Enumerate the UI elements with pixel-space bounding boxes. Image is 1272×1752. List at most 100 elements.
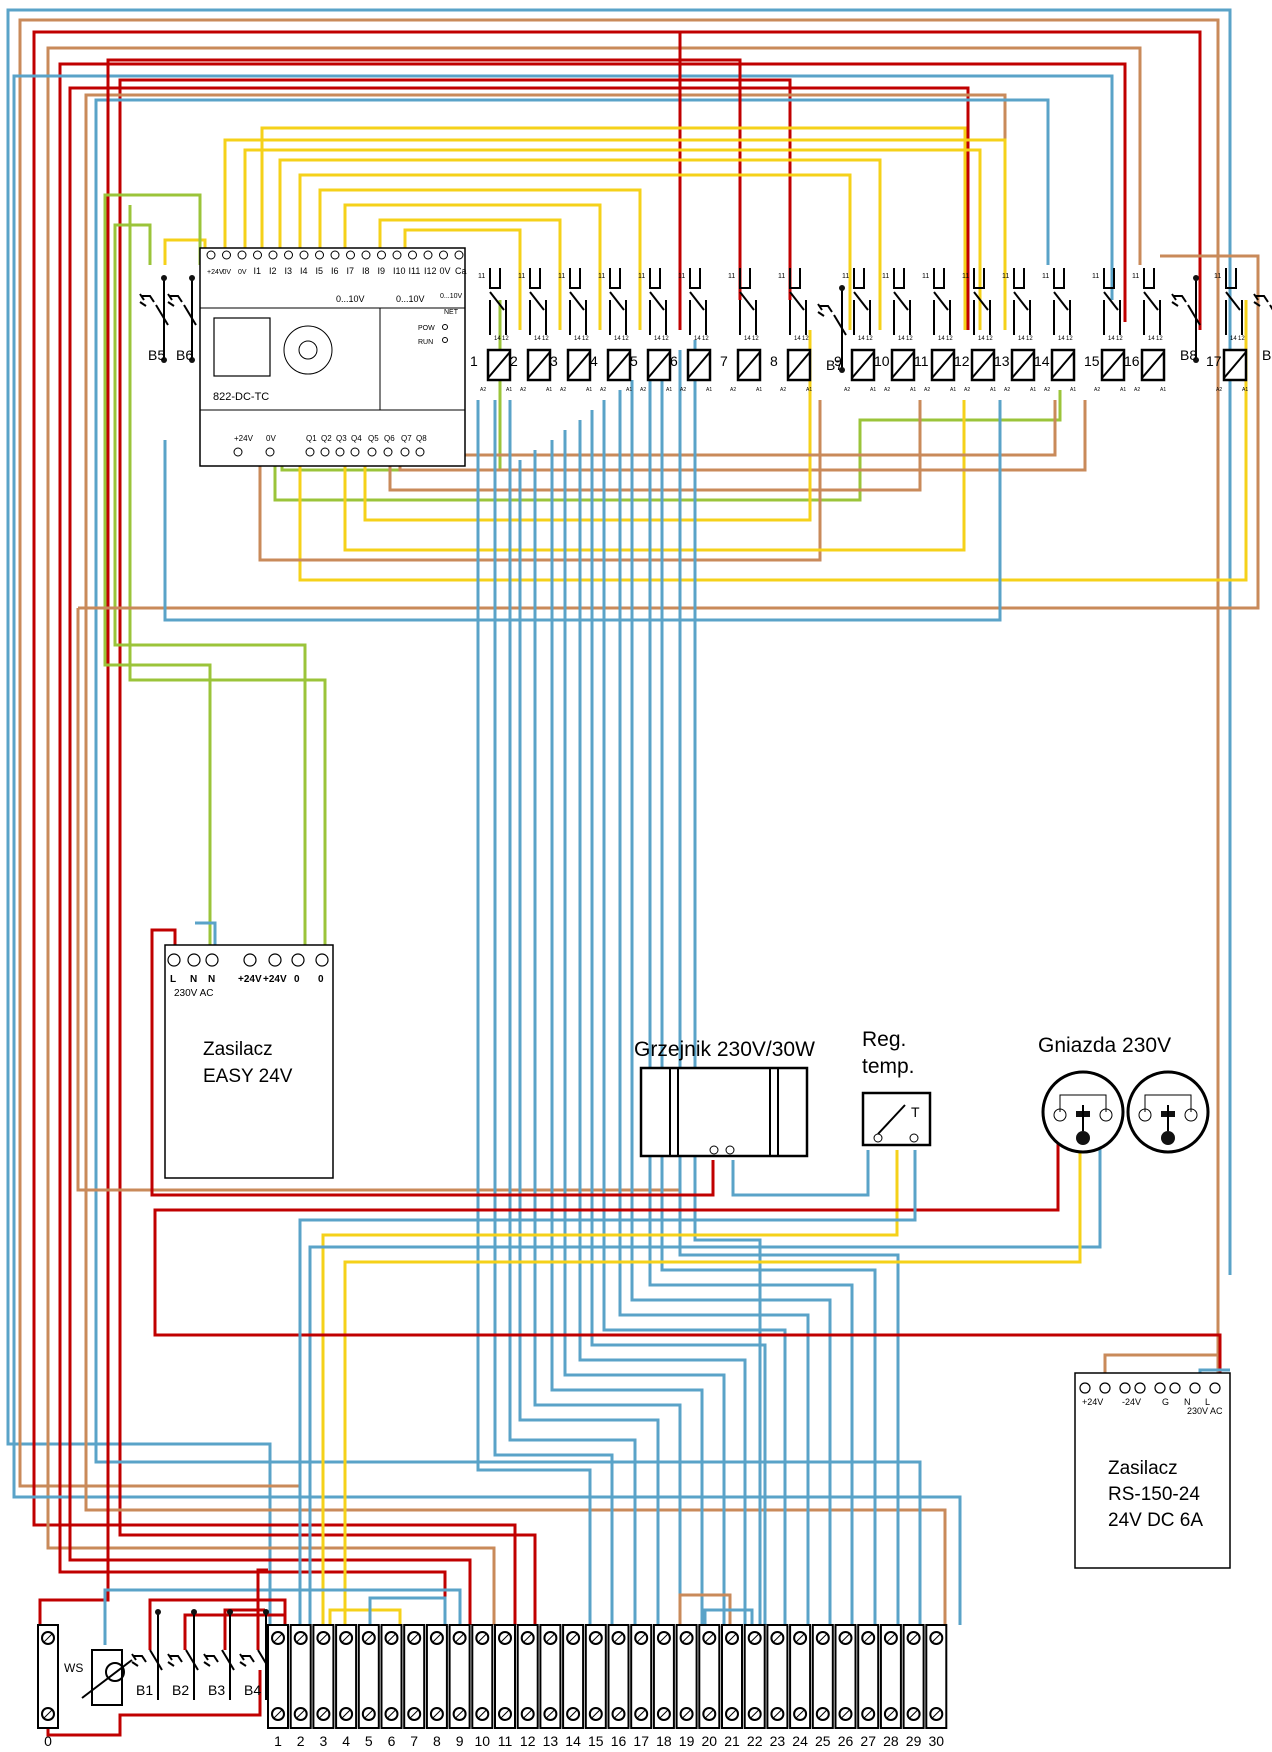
- relay-contact: [893, 268, 905, 289]
- terminal-body: [902, 1624, 925, 1729]
- terminal-screw-slot: [614, 1633, 623, 1643]
- relay-contact-pins: [489, 300, 507, 335]
- terminal-7: 7: [403, 1624, 426, 1749]
- terminal-23: 23: [766, 1624, 789, 1749]
- relay-coil-diagonal: [787, 351, 811, 379]
- psu-easy-terminal-label: L: [170, 974, 176, 985]
- relay-contact-no: 12: [802, 336, 809, 342]
- relay-number: 12: [954, 353, 970, 369]
- terminal-number: 5: [365, 1733, 373, 1749]
- terminal-screw-slot: [409, 1709, 419, 1719]
- relay-coil-a2: A2: [1004, 387, 1010, 393]
- terminal-body: [652, 1624, 675, 1729]
- relay-contact-no: 12: [622, 336, 629, 342]
- relay-coil-diagonal: [1141, 351, 1165, 379]
- psu-easy-terminal-screw: [187, 953, 201, 967]
- terminal-screw-slot: [341, 1709, 351, 1719]
- terminal-number: 22: [747, 1733, 763, 1749]
- terminal-24: 24: [789, 1624, 812, 1749]
- terminal-screw-slot: [863, 1709, 873, 1719]
- plc-output-screw: [415, 447, 425, 457]
- relay-coil-a2: A2: [730, 387, 736, 393]
- relay-contact-nc: 14: [938, 336, 945, 342]
- relay-coil-a2: A2: [480, 387, 486, 393]
- relay-contact-nc: 14: [494, 336, 501, 342]
- psu-easy-terminal-screw: [167, 953, 181, 967]
- psu-easy-terminal-label: 0: [318, 974, 324, 985]
- relay-number: 5: [630, 353, 638, 369]
- relay-contact-nc: 14: [898, 336, 905, 342]
- relay-contact-switch: [739, 291, 755, 311]
- psu-rs-terminal-screw: [1134, 1382, 1146, 1394]
- sensor-label: B7: [826, 357, 843, 373]
- sensor-b9: B9: [1253, 293, 1272, 363]
- relay-coil-diagonal: [527, 351, 551, 379]
- terminal-screw-slot: [795, 1633, 805, 1643]
- relay-coil-a2: A2: [600, 387, 606, 393]
- plc-display: [213, 317, 271, 377]
- sensor-terminal: [161, 357, 167, 363]
- terminal-number: 6: [388, 1733, 396, 1749]
- terminal-body: [448, 1624, 471, 1729]
- relay-number: 4: [590, 353, 598, 369]
- terminal-9: 9: [448, 1624, 471, 1749]
- terminal-16: 16: [607, 1624, 630, 1749]
- relay-number: 3: [550, 353, 558, 369]
- relay-coil-diagonal: [1101, 351, 1125, 379]
- terminal-screw-slot: [773, 1709, 782, 1719]
- plc-input-label: 0V: [238, 269, 247, 276]
- relay-contact-nc: 14: [534, 336, 541, 342]
- plc-input-label: Ca: [455, 266, 467, 276]
- relay-contact-common: 11: [678, 273, 685, 280]
- plc-input-screw: [454, 250, 464, 260]
- relay-contact-nc: 14: [614, 336, 621, 342]
- sensor-arrow-icon: [139, 293, 155, 307]
- relay-contact-switch: [933, 291, 949, 311]
- relay-coil-diagonal: [687, 351, 711, 379]
- relay-number: 16: [1124, 353, 1140, 369]
- relay-coil-diagonal: [1011, 351, 1035, 379]
- sensor-b1: B1: [131, 1609, 163, 1700]
- relay-coil-diagonal: [851, 351, 875, 379]
- plc-input-screw: [206, 250, 216, 260]
- terminal-body: [584, 1624, 607, 1729]
- terminal-body: [380, 1624, 403, 1729]
- terminal-screw-slot: [659, 1633, 669, 1643]
- terminal-screw-slot: [432, 1709, 442, 1719]
- sensor-switch: [833, 314, 847, 336]
- plc-analog-label-2: 0...10V: [396, 294, 425, 304]
- plc-output-label: Q2: [321, 434, 332, 443]
- sensor-arrow-icon: [817, 303, 833, 317]
- relay-coil-diagonal: [737, 351, 761, 379]
- terminal-screw-slot: [546, 1709, 555, 1719]
- terminal-screw-slot: [364, 1709, 374, 1719]
- plc-input-label: +24V: [207, 269, 224, 276]
- plc-input-screw: [237, 250, 247, 260]
- terminal-number: 30: [929, 1733, 945, 1749]
- relay-contact-switch: [1013, 291, 1029, 311]
- terminal-screw-slot: [863, 1633, 873, 1643]
- relay-number: 6: [670, 353, 678, 369]
- relay-contact: [1103, 268, 1115, 289]
- relay-coil-a2: A2: [924, 387, 930, 393]
- relay-number: 9: [834, 353, 842, 369]
- plc-input-screw: [346, 250, 355, 260]
- relay-number: 7: [720, 353, 728, 369]
- terminal-body: [403, 1624, 426, 1729]
- relay-contact-pins: [1225, 300, 1243, 335]
- plc-output-screw: [383, 447, 393, 457]
- relay-contact: [789, 268, 801, 289]
- relay-coil-a1: A1: [666, 387, 672, 393]
- terminal-number: 26: [838, 1733, 854, 1749]
- relay-coil-a2: A2: [640, 387, 646, 393]
- terminal-screw-slot: [273, 1709, 283, 1719]
- sensor-terminal: [155, 1609, 161, 1615]
- relay-contact-nc: 14: [978, 336, 985, 342]
- psu-rs-terminal-screw: [1209, 1382, 1221, 1394]
- relay-contact: [689, 268, 701, 289]
- plc-input-screw: [361, 250, 371, 260]
- plc-output-label: Q6: [384, 434, 395, 443]
